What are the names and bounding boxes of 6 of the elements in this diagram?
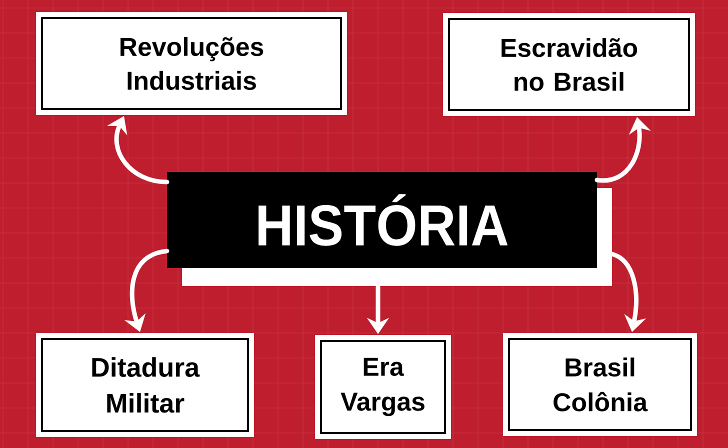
- topic-box: Era Vargas: [315, 335, 451, 439]
- topic-box: Ditadura Militar: [36, 333, 254, 437]
- topic-box: Brasil Colônia: [503, 333, 697, 436]
- topic-banner: HISTÓRIA: [167, 172, 612, 286]
- topic-box: Revoluções Industriais: [36, 12, 347, 115]
- topic-box: Escravidão no Brasil: [443, 13, 695, 116]
